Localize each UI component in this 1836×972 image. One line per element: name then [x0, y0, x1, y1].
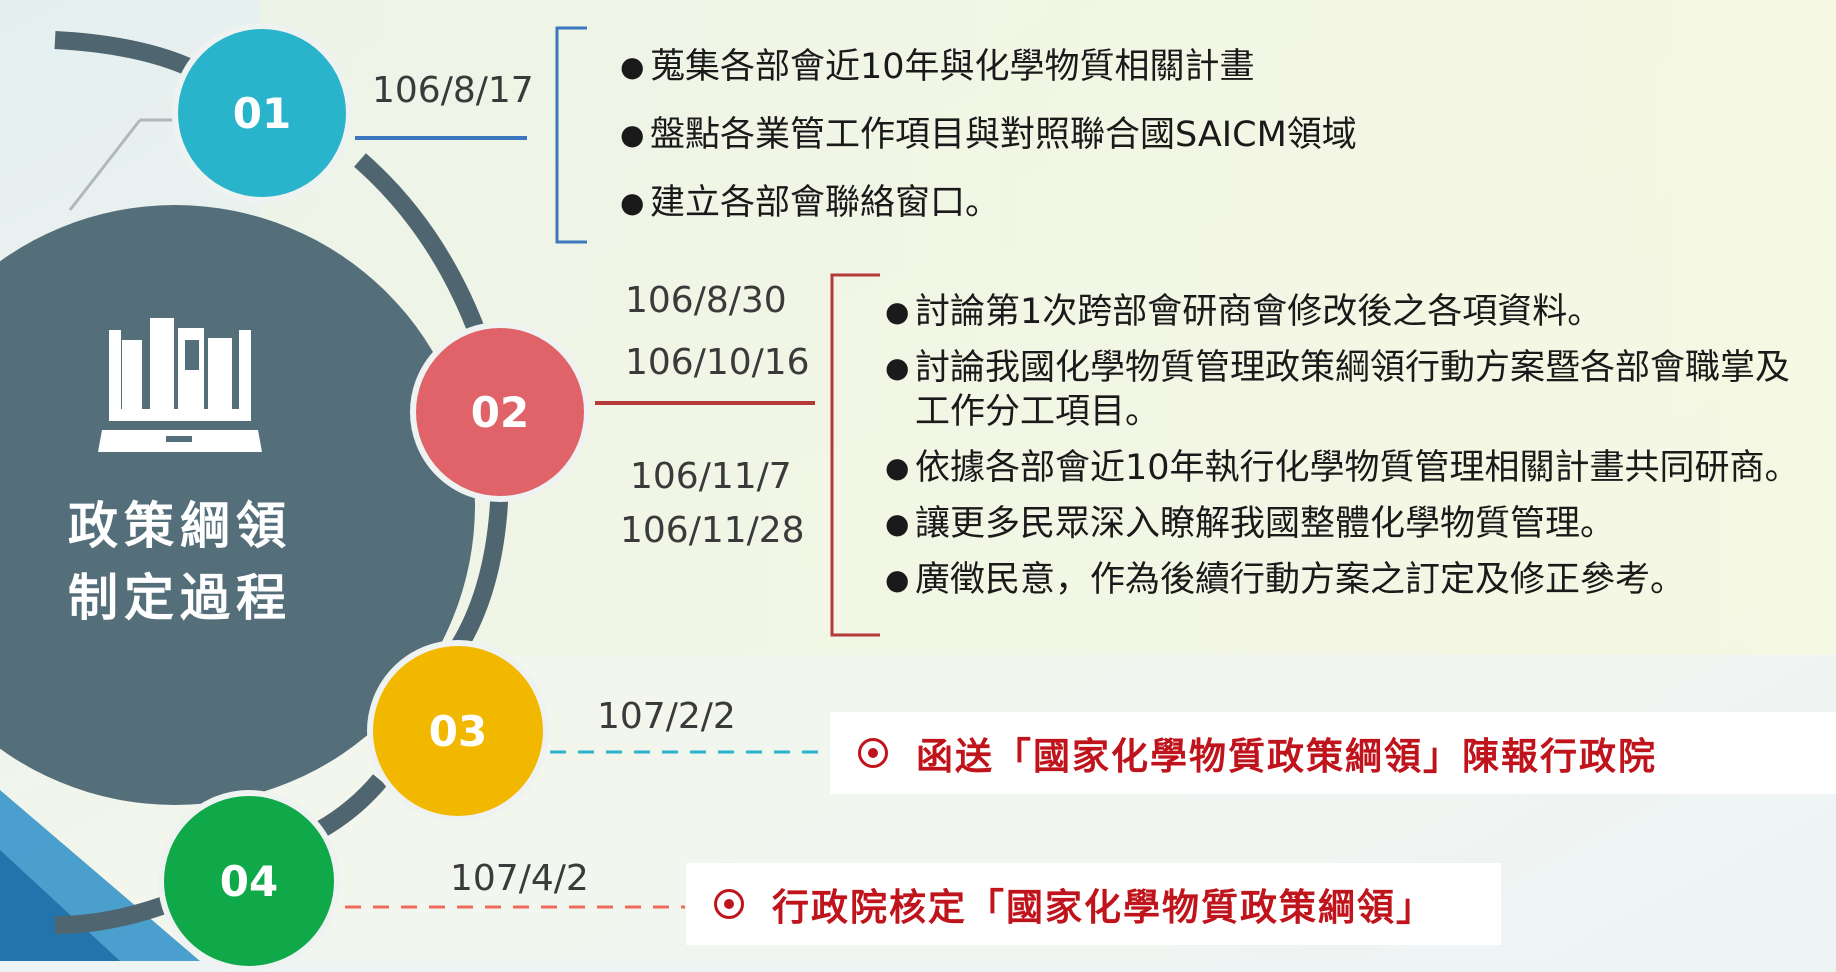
list-item: 蒐集各部會近10年與化學物質相關計畫: [620, 45, 1420, 89]
step-03-date: 107/2/2: [597, 696, 736, 737]
step-02-date-2: 106/10/16: [625, 342, 810, 383]
step-04-date: 107/4/2: [450, 858, 589, 899]
step-04-circle: 04: [158, 790, 340, 972]
list-item: 建立各部會聯絡窗口。: [620, 181, 1420, 225]
hub-title-line2: 制定過程: [68, 569, 292, 627]
step-01-circle: 01: [172, 23, 352, 203]
step-02-date-4: 106/11/28: [620, 510, 805, 551]
step-02-circle: 02: [410, 322, 590, 502]
step-04-number: 04: [219, 856, 279, 906]
step-02-date-1: 106/8/30: [625, 280, 787, 321]
list-item: 盤點各業管工作項目與對照聯合國SAICM領域: [620, 113, 1420, 157]
list-item: 讓更多民眾深入瞭解我國整體化學物質管理。: [885, 502, 1830, 546]
step-01-date: 106/8/17: [372, 70, 534, 111]
hub-title-line1: 政策綱領: [68, 497, 292, 555]
step-04-text: 行政院核定「國家化學物質政策綱領」: [772, 886, 1435, 929]
step-03-text: 函送「國家化學物質政策綱領」陳報行政院: [916, 735, 1657, 778]
hub-title: 政策綱領 制定過程: [45, 490, 315, 634]
step-02-number: 02: [470, 387, 530, 437]
books-on-laptop-icon: [98, 318, 262, 452]
target-icon: [714, 889, 744, 919]
step-03-box: 函送「國家化學物質政策綱領」陳報行政院: [830, 712, 1836, 794]
step-02-date-3: 106/11/7: [630, 456, 792, 497]
step-01-items: 蒐集各部會近10年與化學物質相關計畫 盤點各業管工作項目與對照聯合國SAICM領…: [620, 45, 1420, 225]
list-item: 依據各部會近10年執行化學物質管理相關計畫共同研商。: [885, 446, 1830, 490]
step-02-items: 討論第1次跨部會研商會修改後之各項資料。 討論我國化學物質管理政策綱領行動方案暨…: [885, 290, 1830, 602]
step-04-box: 行政院核定「國家化學物質政策綱領」: [686, 863, 1501, 945]
step-03-number: 03: [428, 706, 488, 756]
list-item: 討論第1次跨部會研商會修改後之各項資料。: [885, 290, 1830, 334]
step-03-circle: 03: [367, 640, 549, 822]
list-item: 討論我國化學物質管理政策綱領行動方案暨各部會職掌及工作分工項目。: [885, 346, 1795, 434]
step-01-number: 01: [232, 88, 292, 138]
target-icon: [858, 738, 888, 768]
list-item: 廣徵民意，作為後續行動方案之訂定及修正參考。: [885, 558, 1830, 602]
